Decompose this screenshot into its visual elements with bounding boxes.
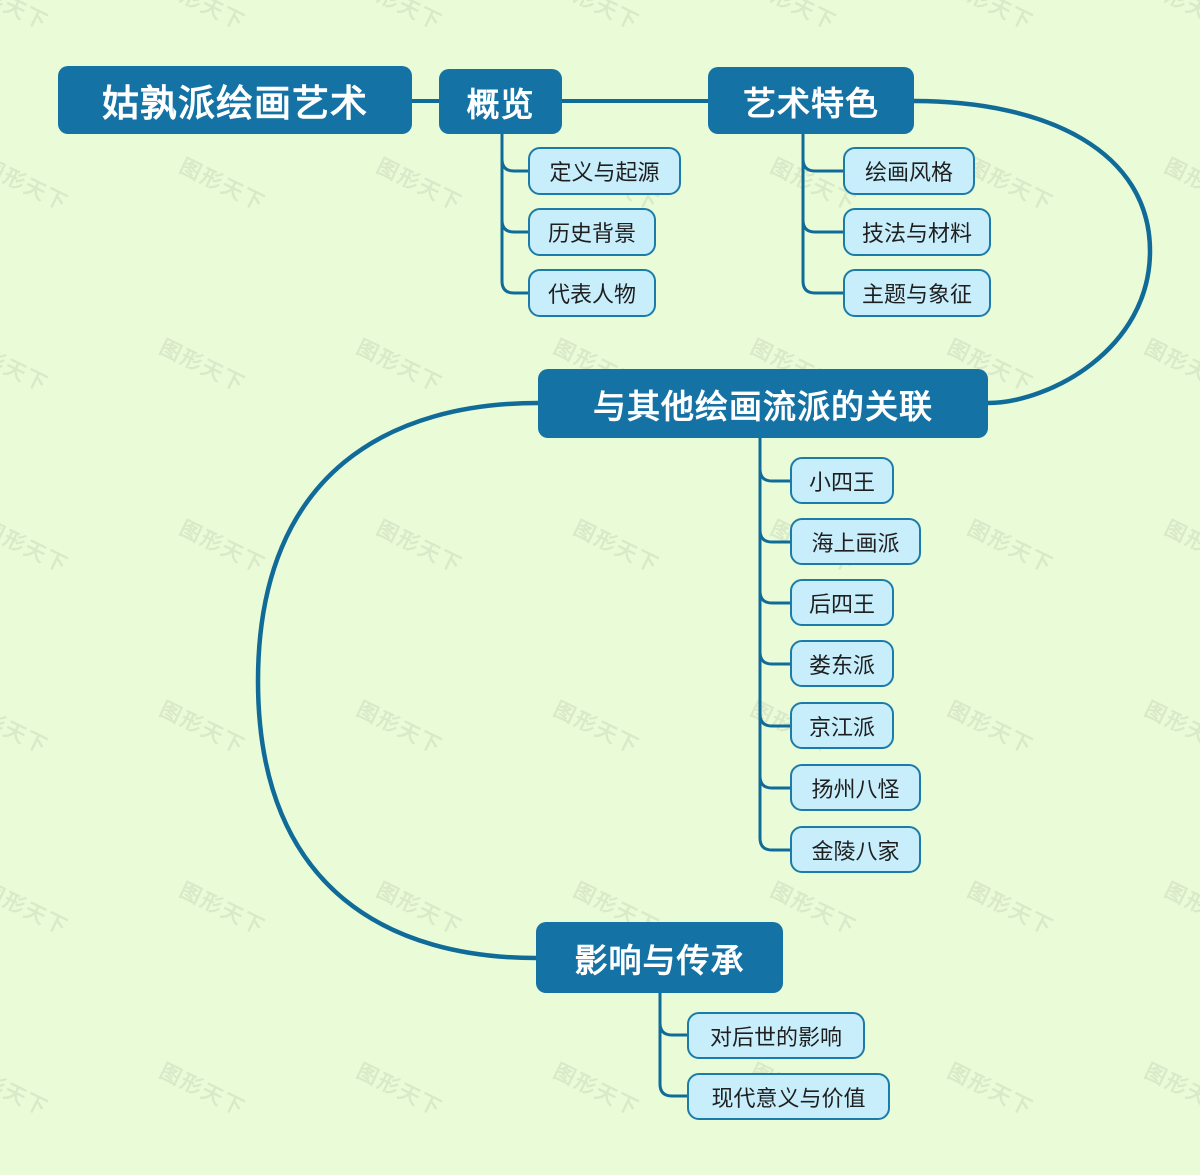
connector-art-features-child-2 [801,132,845,234]
child-node-jinling-masters[interactable]: 金陵八家 [790,826,921,873]
branch-node-related-schools[interactable]: 与其他绘画流派的关联 [538,369,988,438]
child-node-hou-si-wang[interactable]: 后四王 [790,579,894,626]
child-node-loudong-school[interactable]: 娄东派 [790,640,894,687]
child-node-jingjiang-school[interactable]: 京江派 [790,702,894,749]
child-node-representative-figures[interactable]: 代表人物 [528,269,656,317]
connector-related-schools-child-4 [758,436,792,666]
connector-related-schools-child-1 [758,436,792,483]
connector-related-schools-child-2 [758,436,792,544]
connector-overview-child-3 [500,132,530,295]
connector-related-schools-child-3 [758,436,792,605]
connector-art-features-child-1 [801,132,845,173]
child-node-theme-symbolism[interactable]: 主题与象征 [843,269,991,317]
child-node-painting-style[interactable]: 绘画风格 [843,147,975,195]
child-node-yangzhou-eccentrics[interactable]: 扬州八怪 [790,764,921,811]
connector-related-schools-to-influence [255,400,541,961]
branch-node-influence[interactable]: 影响与传承 [536,922,783,993]
child-node-impact-on-later-generations[interactable]: 对后世的影响 [687,1012,865,1059]
child-node-definition-origin[interactable]: 定义与起源 [528,147,681,195]
connector-overview-child-2 [500,132,530,234]
child-node-history-background[interactable]: 历史背景 [528,208,656,256]
connector-related-schools-child-6 [758,436,792,790]
root-node[interactable]: 姑孰派绘画艺术 [58,66,412,134]
branch-node-art-features[interactable]: 艺术特色 [708,67,914,134]
branch-node-overview[interactable]: 概览 [439,69,562,134]
child-node-technique-materials[interactable]: 技法与材料 [843,208,991,256]
child-node-haishang-school[interactable]: 海上画派 [790,518,921,565]
connector-influence-child-1 [658,991,689,1037]
connector-overview-child-1 [500,132,530,173]
child-node-xiao-si-wang[interactable]: 小四王 [790,457,894,504]
connector-influence-child-2 [658,991,689,1098]
connector-related-schools-child-7 [758,436,792,852]
connector-art-features-child-3 [801,132,845,295]
child-node-modern-significance-value[interactable]: 现代意义与价值 [687,1073,890,1120]
connector-art-features-to-related-schools [911,98,1153,406]
